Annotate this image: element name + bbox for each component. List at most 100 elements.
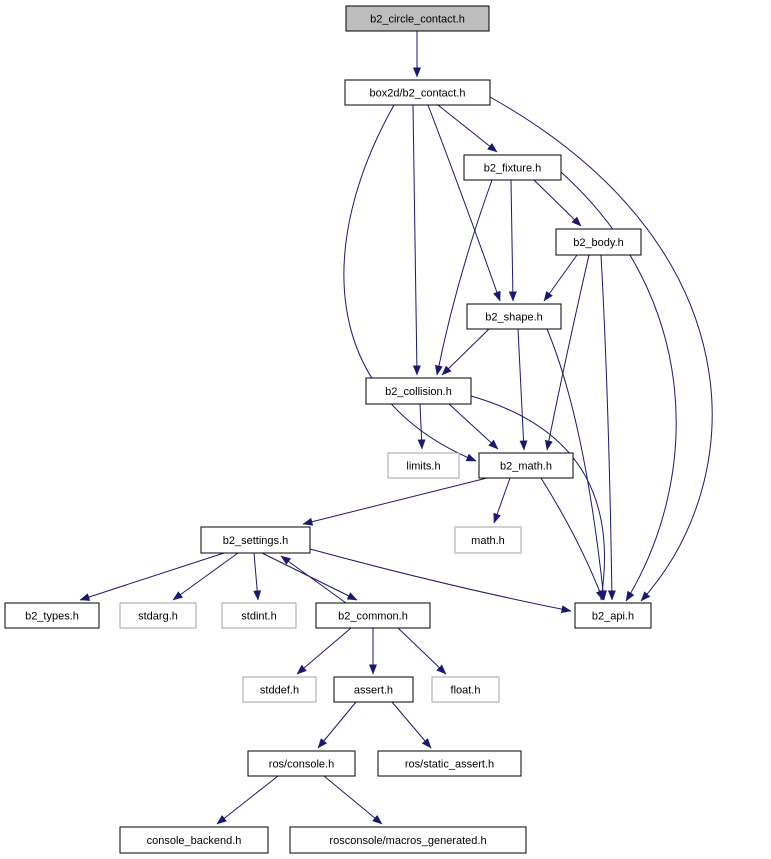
edge-b2_math-to-math_h <box>493 477 511 524</box>
edge-b2_common-to-float <box>397 627 447 675</box>
edge-b2_shape-to-b2_math <box>517 328 528 451</box>
node-b2_types[interactable]: b2_types.h <box>4 602 100 629</box>
node-box-b2_circle_contact <box>345 5 490 32</box>
node-box-math_h <box>454 526 522 554</box>
edge-b2_settings-to-b2_types <box>79 552 225 601</box>
edge-b2_common-to-stddef <box>296 627 352 675</box>
node-b2_fixture[interactable]: b2_fixture.h <box>463 154 562 181</box>
nodes-layer: b2_circle_contact.h box2d/b2_contact.h b2_… <box>4 5 652 854</box>
node-box-float <box>431 676 500 703</box>
edge-b2_contact-to-b2_collision <box>412 104 421 376</box>
edge-b2_shape-to-b2_collision <box>441 328 490 376</box>
node-label-b2_fixture: b2_fixture.h <box>484 163 541 175</box>
node-label-math_h: math.h <box>471 535 505 547</box>
edges-layer <box>79 31 713 825</box>
edge-ros_console-to-console_backend <box>216 775 279 825</box>
edge-b2_settings-to-stdint <box>253 552 262 601</box>
node-box-stdint <box>221 602 297 629</box>
node-b2_collision[interactable]: b2_collision.h <box>365 377 472 405</box>
node-label-ros_console: ros/console.h <box>269 759 334 771</box>
edge-assert-to-ros_static_assert <box>391 701 432 749</box>
node-b2_math[interactable]: b2_math.h <box>478 452 574 479</box>
node-box-b2_shape[interactable] <box>466 303 562 330</box>
node-b2_settings[interactable]: b2_settings.h <box>200 526 311 554</box>
node-label-b2_contact: box2d/b2_contact.h <box>369 88 465 100</box>
node-ros_console[interactable]: ros/console.h <box>247 750 356 777</box>
node-label-limits: limits.h <box>406 461 440 473</box>
node-limits: limits.h <box>387 452 460 479</box>
edge-b2_contact-to-b2_fixture <box>437 104 498 153</box>
node-label-b2_collision: b2_collision.h <box>385 386 452 398</box>
node-box-b2_fixture[interactable] <box>463 154 562 181</box>
node-label-b2_circle_contact: b2_circle_contact.h <box>370 14 465 26</box>
node-box-ros_console[interactable] <box>247 750 356 777</box>
edge-b2_body-to-b2_math <box>544 254 590 451</box>
node-label-b2_math: b2_math.h <box>500 461 552 473</box>
edge-b2_fixture-to-b2_body <box>533 179 582 227</box>
node-label-stddef: stddef.h <box>260 685 299 697</box>
node-box-b2_settings[interactable] <box>200 526 311 554</box>
node-b2_shape[interactable]: b2_shape.h <box>466 303 562 330</box>
edge-b2_collision-to-b2_math <box>448 403 499 450</box>
node-box-assert[interactable] <box>333 676 414 703</box>
node-macros_generated[interactable]: rosconsole/macros_generated.h <box>289 826 527 854</box>
node-label-macros_generated: rosconsole/macros_generated.h <box>329 835 486 847</box>
edge-b2_shape-to-b2_api <box>546 328 607 601</box>
node-box-b2_body[interactable] <box>555 228 642 256</box>
edge-b2_settings-to-b2_api <box>309 548 572 614</box>
node-label-b2_common: b2_common.h <box>338 611 408 623</box>
node-ros_static_assert[interactable]: ros/static_assert.h <box>377 750 522 777</box>
edge-b2_fixture-to-b2_collision <box>434 179 493 376</box>
node-label-ros_static_assert: ros/static_assert.h <box>405 759 494 771</box>
node-label-assert: assert.h <box>354 685 393 697</box>
edge-b2_body-to-b2_api <box>600 254 616 601</box>
node-stdint: stdint.h <box>221 602 297 629</box>
edge-b2_contact-to-b2_math <box>343 104 477 462</box>
node-assert[interactable]: assert.h <box>333 676 414 703</box>
node-box-b2_api[interactable] <box>574 602 652 629</box>
node-math_h: math.h <box>454 526 522 554</box>
node-stdarg: stdarg.h <box>119 602 197 629</box>
node-b2_api[interactable]: b2_api.h <box>574 602 652 629</box>
node-b2_circle_contact: b2_circle_contact.h <box>345 5 490 32</box>
node-b2_contact[interactable]: box2d/b2_contact.h <box>344 79 491 106</box>
edge-b2_math-to-b2_settings <box>302 477 488 526</box>
edge-b2_body-to-b2_shape <box>543 254 578 302</box>
node-box-b2_contact[interactable] <box>344 79 491 106</box>
node-label-console_backend: console_backend.h <box>147 835 242 847</box>
edge-b2_contact-to-b2_api <box>489 96 713 602</box>
node-label-stdint: stdint.h <box>241 611 276 623</box>
node-label-b2_settings: b2_settings.h <box>223 535 288 547</box>
node-box-ros_static_assert[interactable] <box>377 750 522 777</box>
edge-b2_collision-to-b2_api <box>470 395 607 601</box>
node-box-macros_generated[interactable] <box>289 826 527 854</box>
node-box-stddef <box>242 676 317 703</box>
node-label-b2_shape: b2_shape.h <box>485 312 543 324</box>
edge-b2_common-to-b2_settings <box>280 555 347 604</box>
edge-assert-to-ros_console <box>317 701 357 749</box>
edge-b2_math-to-b2_api <box>540 477 604 601</box>
edge-b2_fixture-to-b2_api <box>560 171 677 602</box>
node-box-limits <box>387 452 460 479</box>
node-label-stdarg: stdarg.h <box>138 611 178 623</box>
node-box-b2_math[interactable] <box>478 452 574 479</box>
node-console_backend[interactable]: console_backend.h <box>119 826 269 854</box>
edge-b2_collision-to-limits <box>417 403 426 450</box>
edge-b2_fixture-to-b2_shape <box>508 179 517 302</box>
node-box-stdarg <box>119 602 197 629</box>
node-label-b2_types: b2_types.h <box>25 611 79 623</box>
edge-ros_console-to-macros_generated <box>323 775 383 825</box>
node-label-b2_body: b2_body.h <box>573 237 624 249</box>
node-box-b2_common[interactable] <box>315 602 431 629</box>
node-stddef: stddef.h <box>242 676 317 703</box>
node-box-b2_types[interactable] <box>4 602 100 629</box>
node-b2_body[interactable]: b2_body.h <box>555 228 642 256</box>
node-label-float: float.h <box>451 685 481 697</box>
node-box-b2_collision[interactable] <box>365 377 472 405</box>
node-box-console_backend[interactable] <box>119 826 269 854</box>
edge-b2_settings-to-stdarg <box>172 552 239 601</box>
node-label-b2_api: b2_api.h <box>592 611 634 623</box>
node-b2_common[interactable]: b2_common.h <box>315 602 431 629</box>
